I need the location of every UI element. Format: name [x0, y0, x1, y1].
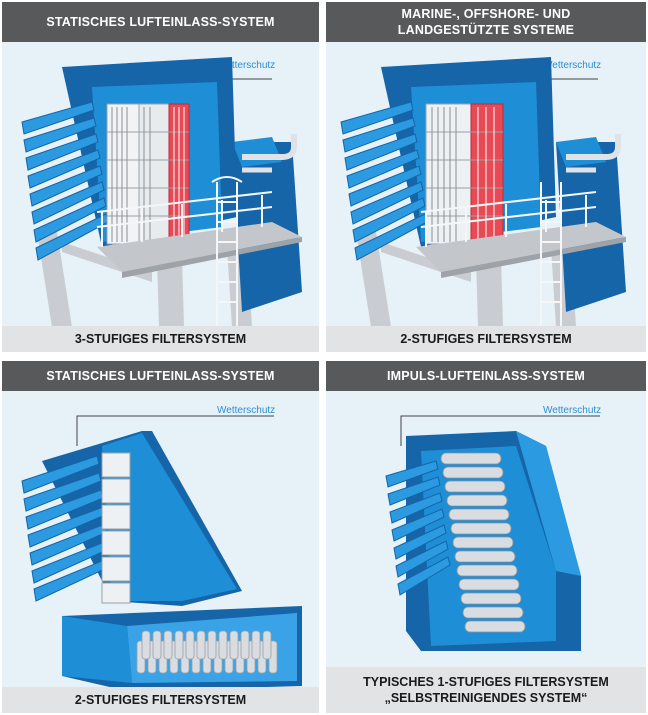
weather-hood-louvres-icon: [21, 101, 109, 261]
weather-protection-label: Wetterschutz: [217, 60, 276, 71]
panel-static-2-stage: STATISCHES LUFTEINLASS-SYSTEM Wetterschu…: [2, 361, 319, 713]
weather-hood-louvres-icon: [340, 101, 428, 261]
panel-footer-text: 3-STUFIGES FILTERSYSTEM: [74, 332, 247, 346]
weather-hood-louvres-icon: [21, 455, 112, 602]
pulse-filter-tubes-icon: [440, 452, 526, 633]
weather-protection-label: Wetterschutz: [217, 405, 276, 416]
service-platform-icon: [96, 191, 302, 278]
access-ladder-icon: [211, 176, 243, 327]
filter-house-illustration: [385, 415, 600, 651]
panel-header-text: STATISCHES LUFTEINLASS-SYSTEM: [46, 369, 275, 383]
access-ladder-icon: [540, 182, 562, 327]
panel-footer-text: 2-STUFIGES FILTERSYSTEM: [400, 332, 572, 346]
panel-marine-offshore: MARINE-, OFFSHORE- UND LANDGESTÜTZTE SYS…: [326, 2, 646, 352]
weather-hood-louvres-icon: [385, 460, 451, 596]
panel-footer: 2-STUFIGES FILTERSYSTEM: [326, 326, 646, 352]
panel-footer: 2-STUFIGES FILTERSYSTEM: [2, 687, 319, 713]
panel-header-line1: MARINE-, OFFSHORE- UND: [401, 7, 571, 21]
panel-header: IMPULS-LUFTEINLASS-SYSTEM: [326, 361, 646, 391]
panel-footer: TYPISCHES 1-STUFIGES FILTERSYSTEM „SELBS…: [326, 667, 646, 713]
panel-header: STATISCHES LUFTEINLASS-SYSTEM: [2, 361, 319, 391]
filter-house-illustration: [21, 57, 302, 327]
filter-cartridge-icon: [101, 452, 131, 604]
panel-pulse-1-stage: IMPULS-LUFTEINLASS-SYSTEM Wetterschutz: [326, 361, 646, 713]
panel-footer-text: 2-STUFIGES FILTERSYSTEM: [74, 693, 247, 707]
panel-footer-line2: „SELBSTREINIGENDES SYSTEM“: [384, 691, 588, 705]
filter-house-illustration: [340, 57, 626, 327]
panel-header-text: IMPULS-LUFTEINLASS-SYSTEM: [386, 369, 586, 383]
panel-footer: 3-STUFIGES FILTERSYSTEM: [2, 326, 319, 352]
panel-header: STATISCHES LUFTEINLASS-SYSTEM: [2, 2, 319, 42]
service-platform-icon: [416, 191, 626, 278]
panel-header-text: STATISCHES LUFTEINLASS-SYSTEM: [46, 15, 275, 29]
panel-static-3-stage: STATISCHES LUFTEINLASS-SYSTEM Wetterschu…: [2, 2, 319, 352]
pulse-filter-tubes-icon: [136, 630, 278, 674]
panel-header-line2: LANDGESTÜTZTE SYSTEME: [397, 23, 575, 37]
filter-cartridge-icon: [106, 103, 190, 245]
panel-header: MARINE-, OFFSHORE- UND LANDGESTÜTZTE SYS…: [326, 2, 646, 42]
panel-footer-line1: TYPISCHES 1-STUFIGES FILTERSYSTEM: [363, 675, 609, 689]
filter-house-illustration: [21, 415, 302, 687]
weather-protection-label: Wetterschutz: [543, 405, 602, 416]
weather-protection-label: Wetterschutz: [543, 60, 602, 71]
